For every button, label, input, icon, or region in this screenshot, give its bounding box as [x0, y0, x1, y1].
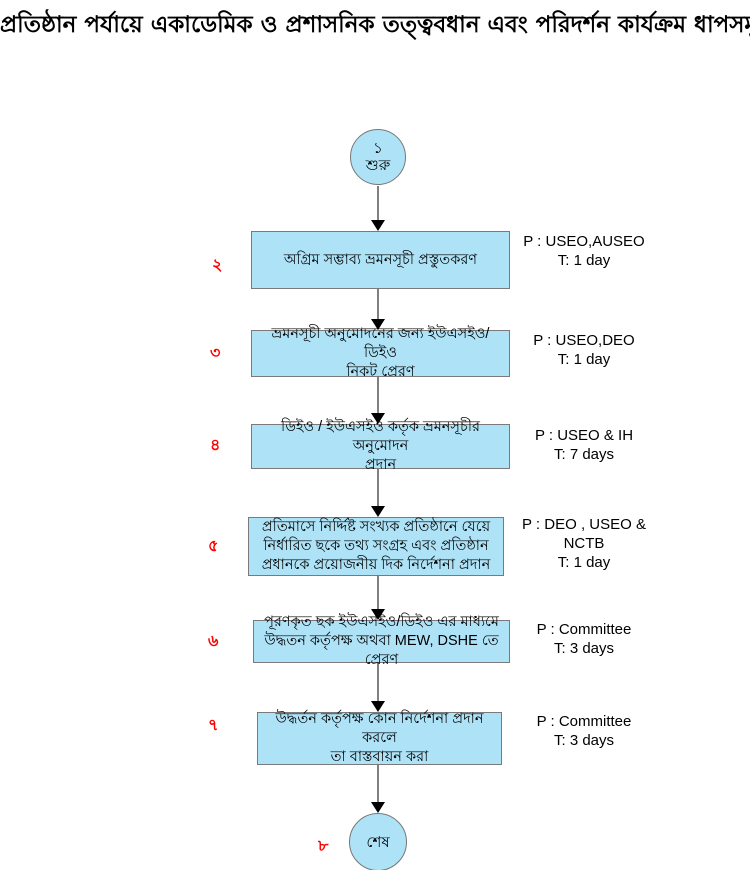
- step-number-3: ৩: [210, 343, 221, 362]
- arrow-down-4: [371, 469, 385, 517]
- annotation-person: P : USEO,DEO: [533, 332, 635, 349]
- annotation-step-3: P : USEO,DEO T: 1 day: [514, 331, 654, 369]
- arrow-down-6: [371, 663, 385, 712]
- arrow-down-7: [371, 765, 385, 813]
- arrow-down-1: [371, 186, 385, 231]
- step-box-7: উদ্ধর্তন কর্তৃপক্ষ কোন নির্দেশনা প্রদান …: [257, 711, 502, 765]
- annotation-person: P : USEO & IH: [534, 427, 634, 444]
- step-box-3-line: ভ্রমনসূচী অনুমোদনের জন্য ইউএসইও/ডিইও: [271, 326, 490, 361]
- annotation-person: NCTB: [563, 535, 605, 552]
- annotation-time: T: 3 days: [553, 732, 615, 749]
- step-box-5-line: প্রধানকে প্রয়োজনীয় দিক নির্দেশনা প্রদা…: [261, 557, 491, 573]
- annotation-time: T: 7 days: [553, 446, 615, 463]
- annotation-step-4: P : USEO & IH T: 7 days: [514, 426, 654, 464]
- step-number-8: ৮: [318, 836, 329, 855]
- start-node-number: ১: [373, 140, 383, 157]
- step-box-5-line: নির্ধারিত ছকে তথ্য সংগ্রহ এবং প্রতিষ্ঠান: [263, 538, 489, 554]
- step-box-5-line: প্রতিমাসে নির্দ্দিষ্ট সংখ্যক প্রতিষ্ঠানে…: [261, 519, 491, 535]
- step-number-5: ৫: [208, 536, 219, 555]
- annotation-time: T: 3 days: [553, 640, 615, 657]
- arrow-shaft: [377, 576, 379, 611]
- arrowhead-icon: [371, 413, 385, 424]
- step-number-7: ৭: [208, 715, 219, 734]
- annotation-time: T: 1 day: [557, 351, 611, 368]
- annotation-person: P : Committee: [536, 621, 632, 638]
- annotation-step-2: P : USEO,AUSEO T: 1 day: [514, 232, 654, 270]
- arrowhead-icon: [371, 701, 385, 712]
- annotation-step-7: P : Committee T: 3 days: [514, 712, 654, 750]
- step-box-2: অগ্রিম সম্ভাব্য ভ্রমনসূচী প্রস্তুতকরণ: [251, 231, 510, 289]
- step-box-4-line: প্রদান: [364, 457, 397, 473]
- annotation-time: T: 1 day: [557, 252, 611, 269]
- step-box-5: প্রতিমাসে নির্দ্দিষ্ট সংখ্যক প্রতিষ্ঠানে…: [248, 517, 504, 576]
- arrow-shaft: [377, 377, 379, 415]
- step-box-6-line: উদ্ধতন কর্তৃপক্ষ অথবা MEW, DSHE তে প্রের…: [264, 633, 499, 668]
- step-box-6-line: পূরণকৃত ছক ইউএসইও/ডিইও এর মাধ্যমে: [264, 614, 499, 630]
- step-box-4: ডিইও / ইউএসইও কর্তৃক ভ্রমনসূচীর অনুমোদন …: [251, 419, 510, 473]
- arrow-shaft: [377, 469, 379, 508]
- step-box-7-line: তা বাস্তবায়ন করা: [330, 749, 429, 765]
- annotation-step-5: P : DEO , USEO & NCTB T: 1 day: [514, 515, 654, 572]
- page-title: প্রতিষ্ঠান পর্যায়ে একাডেমিক ও প্রশাসনিক…: [0, 12, 750, 38]
- arrow-shaft: [377, 765, 379, 804]
- end-node-label: শেষ: [366, 833, 390, 851]
- arrowhead-icon: [371, 506, 385, 517]
- step-box-4-line: ডিইও / ইউএসইও কর্তৃক ভ্রমনসূচীর অনুমোদন: [281, 419, 480, 454]
- end-node: শেষ: [349, 813, 407, 870]
- step-number-4: ৪: [210, 435, 221, 454]
- arrow-down-2: [371, 289, 385, 330]
- arrow-shaft: [377, 663, 379, 703]
- arrow-shaft: [377, 289, 379, 321]
- start-node: ১ শুরু: [350, 129, 406, 185]
- annotation-step-6: P : Committee T: 3 days: [514, 620, 654, 658]
- annotation-person: P : Committee: [536, 713, 632, 730]
- arrow-down-5: [371, 576, 385, 620]
- step-box-3: ভ্রমনসূচী অনুমোদনের জন্য ইউএসইও/ডিইও নিক…: [251, 326, 510, 380]
- step-box-6: পূরণকৃত ছক ইউএসইও/ডিইও এর মাধ্যমে উদ্ধতন…: [253, 614, 510, 668]
- annotation-person: P : DEO , USEO &: [522, 516, 646, 533]
- step-number-6: ৬: [208, 631, 219, 650]
- arrowhead-icon: [371, 609, 385, 620]
- step-box-2-line: অগ্রিম সম্ভাব্য ভ্রমনসূচী প্রস্তুতকরণ: [283, 251, 478, 268]
- arrow-down-3: [371, 377, 385, 424]
- annotation-time: T: 1 day: [557, 554, 611, 571]
- step-box-3-line: নিকট প্রেরণ: [346, 364, 415, 380]
- annotation-person: P : USEO,AUSEO: [523, 233, 645, 250]
- start-node-label: শুরু: [365, 157, 391, 174]
- arrowhead-icon: [371, 220, 385, 231]
- arrowhead-icon: [371, 802, 385, 813]
- step-number-2: ২: [212, 255, 223, 274]
- arrowhead-icon: [371, 319, 385, 330]
- arrow-shaft: [377, 186, 379, 222]
- step-box-7-line: উদ্ধর্তন কর্তৃপক্ষ কোন নির্দেশনা প্রদান …: [275, 711, 484, 746]
